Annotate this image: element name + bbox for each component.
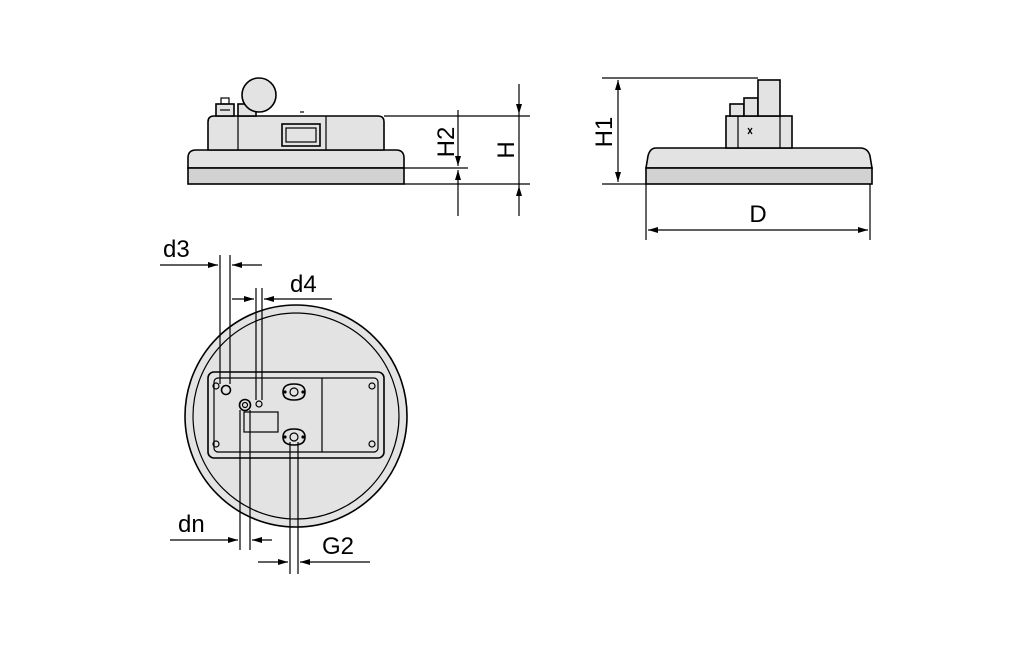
dimension-dn: dn	[170, 410, 272, 550]
label-h: H	[493, 141, 520, 158]
top-view-port-d4	[255, 400, 263, 408]
side-view-gauge	[237, 77, 277, 117]
front-view: H1 D	[591, 77, 873, 240]
label-h1: H1	[591, 117, 618, 148]
top-view-port-dn	[238, 398, 252, 412]
side-view-base-plate	[187, 149, 405, 185]
side-view-window	[281, 123, 321, 147]
front-view-housing	[725, 115, 793, 149]
dimension-d3: d3	[160, 236, 262, 384]
top-view-lug-upper	[282, 383, 306, 401]
side-view-housing	[207, 111, 385, 151]
dimension-d4: d4	[232, 271, 332, 400]
top-view-housing	[207, 371, 385, 459]
side-view: H2 H	[187, 77, 530, 216]
top-view-lug-lower	[282, 428, 306, 446]
dimension-h: H	[493, 84, 522, 216]
label-h2: H2	[433, 127, 460, 158]
label-d: D	[749, 201, 766, 228]
side-view-connector	[215, 97, 235, 117]
label-d3: d3	[163, 236, 190, 263]
label-d4: d4	[290, 271, 317, 298]
label-g2: G2	[322, 533, 354, 560]
dimension-g2: G2	[258, 442, 370, 574]
dimension-h1: H1	[591, 80, 621, 182]
top-view-inner-ring	[192, 312, 400, 520]
dimension-d: D	[648, 201, 868, 233]
front-view-base-plate	[645, 147, 873, 185]
top-view-port-d3	[220, 384, 232, 396]
gauge-icon	[241, 77, 277, 113]
front-view-connector	[729, 79, 781, 117]
dimension-h2: H2	[433, 110, 461, 216]
top-view: d3 d4 dn G2	[160, 236, 408, 574]
label-dn: dn	[178, 511, 205, 538]
